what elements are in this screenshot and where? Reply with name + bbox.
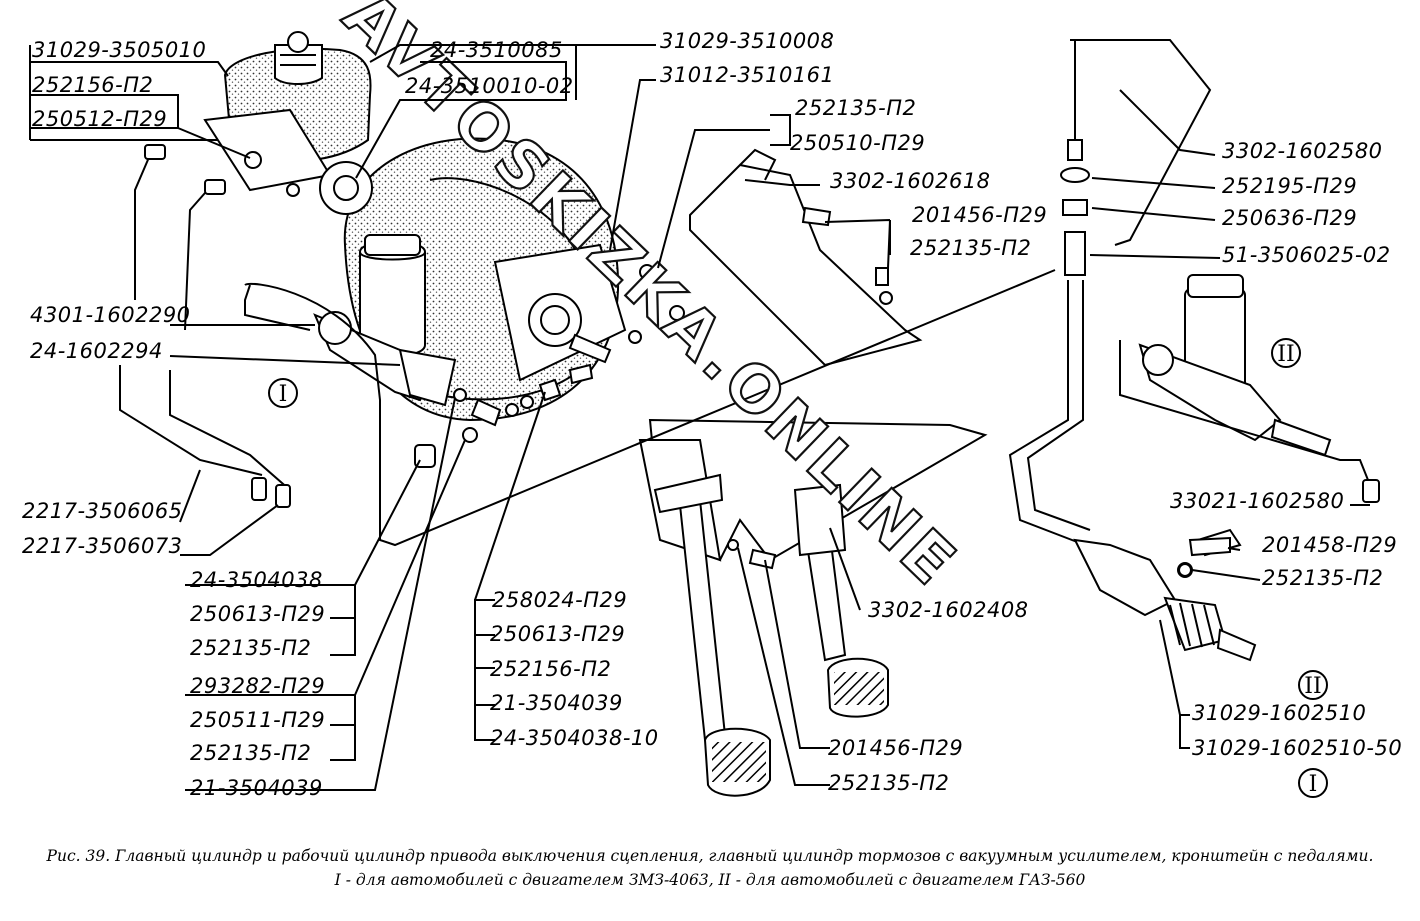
part-label: 3302-1602408: [868, 598, 1029, 622]
leader-lines: [29, 44, 1370, 791]
pedal-bracket-support-drawing: [689, 148, 923, 367]
part-label: 250512-П29: [32, 107, 167, 131]
svg-text:II: II: [1304, 674, 1321, 699]
part-label: 252135-П2: [828, 771, 949, 795]
brake-pedal-drawing: [793, 483, 889, 718]
brake-lines-drawing: [119, 144, 1056, 547]
part-label: 252135-П2: [1262, 566, 1383, 590]
part-label: 4301-1602290: [30, 303, 191, 327]
part-label: 252135-П2: [190, 636, 311, 660]
svg-text:I: I: [279, 382, 288, 407]
part-label: 250613-П29: [490, 622, 625, 646]
part-label: 250613-П29: [190, 602, 325, 626]
part-label: 201458-П29: [1262, 533, 1397, 557]
clutch-pedal-drawing: [653, 473, 771, 797]
part-label: 31029-3505010: [32, 38, 206, 62]
variant-mark-i: I: [1298, 768, 1328, 798]
part-label: 24-3504038: [190, 568, 323, 592]
part-label: 293282-П29: [190, 674, 325, 698]
part-label: 2217-3506065: [22, 499, 183, 523]
part-label: 252135-П2: [910, 236, 1031, 260]
part-label: 258024-П29: [492, 588, 627, 612]
svg-text:I: I: [1309, 772, 1318, 797]
part-label: 24-1602294: [30, 339, 163, 363]
part-label: 3302-1602580: [1222, 139, 1383, 163]
part-label: 31029-1602510-50: [1192, 736, 1402, 760]
part-label: 250511-П29: [190, 708, 325, 732]
part-label: 31029-1602510: [1192, 701, 1366, 725]
part-label: 31029-3510008: [660, 29, 834, 53]
clutch-master-cylinder-ii-drawing: [1119, 274, 1380, 503]
part-label: 21-3504039: [490, 691, 623, 715]
part-label: 24-3504038-10: [490, 726, 659, 750]
part-number-labels: 31029-3505010 24-3510085 24-3510010-02 3…: [22, 29, 1402, 800]
part-label: 3302-1602618: [830, 169, 991, 193]
part-label: 2217-3506073: [22, 534, 183, 558]
part-label: 252135-П2: [190, 741, 311, 765]
part-label: 21-3504039: [190, 776, 323, 800]
variant-marks: I II II I: [268, 338, 1328, 798]
part-label: 201456-П29: [828, 736, 963, 760]
part-label: 252156-П2: [32, 73, 153, 97]
part-label: 24-3510085: [430, 38, 563, 62]
part-label: 31012-3510161: [660, 63, 834, 87]
variant-mark-ii: II: [1298, 670, 1328, 700]
brake-master-cylinder-drawing: [203, 31, 373, 215]
part-label: 252156-П2: [490, 657, 611, 681]
figure-caption-line-1: Рис. 39. Главный цилиндр и рабочий цилин…: [46, 847, 1374, 865]
part-label: 250510-П29: [790, 131, 925, 155]
small-fasteners-drawing: [244, 151, 1231, 577]
part-label: 51-3506025-02: [1222, 243, 1391, 267]
part-label: 252135-П2: [795, 96, 916, 120]
part-label: 250636-П29: [1222, 206, 1357, 230]
part-label: 252195-П29: [1222, 174, 1357, 198]
variant-mark-i: I: [268, 378, 298, 408]
variant-mark-ii: II: [1271, 338, 1301, 368]
clutch-hose-drawing: [1008, 39, 1212, 546]
part-label: 201456-П29: [912, 203, 1047, 227]
part-label: 24-3510010-02: [405, 74, 574, 98]
figure-caption-line-2: I - для автомобилей с двигателем ЗМЗ-406…: [334, 871, 1086, 889]
part-label: 33021-1602580: [1170, 489, 1344, 513]
svg-text:II: II: [1277, 342, 1294, 367]
